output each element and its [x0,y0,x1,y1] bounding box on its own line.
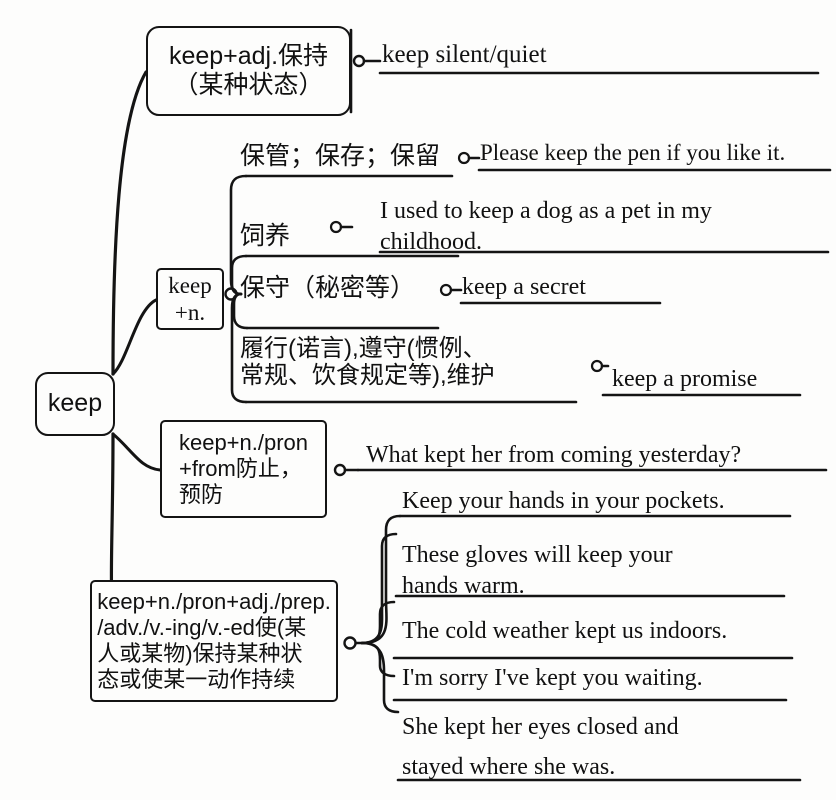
example-keep-pen: Please keep the pen if you like it. [480,140,786,165]
branch-node-keep-complement-label: keep+n./pron+adj./prep. /adv./v.-ing/v.-… [97,589,331,692]
example-keep-hands-pockets: Keep your hands in your pockets. [402,488,725,514]
sense-keep-secret: 保守（秘密等） [240,274,416,302]
example-gloves-keep-warm: These gloves will keep your hands warm. [402,542,673,600]
example-kept-her-from: What kept her from coming yesterday? [366,442,742,468]
branch-node-keep-from[interactable]: keep+n./pron +from防止， 预防 [160,420,327,518]
branch-node-keep-n-label: keep +n. [168,272,212,325]
root-node[interactable]: keep [35,372,115,436]
root-node-label: keep [47,389,103,418]
branch-node-keep-from-label: keep+n./pron +from防止， 预防 [178,430,309,507]
branch-node-keep-complement[interactable]: keep+n./pron+adj./prep. /adv./v.-ing/v.-… [90,580,338,702]
example-keep-promise: keep a promise [612,366,758,392]
branch-node-keep-n[interactable]: keep +n. [156,268,224,330]
example-cold-weather-indoors: The cold weather kept us indoors. [402,618,728,644]
example-kept-you-waiting: I'm sorry I've kept you waiting. [402,665,703,691]
branch-node-keep-adj-label: keep+adj.保持 （某种状态） [168,41,329,100]
example-keep-secret: keep a secret [462,274,586,300]
example-keep-dog: I used to keep a dog as a pet in my chil… [380,198,712,256]
example-keep-silent: keep silent/quiet [382,41,547,68]
branch-node-keep-adj[interactable]: keep+adj.保持 （某种状态） [146,26,351,116]
example-kept-eyes-closed: She kept her eyes closed and stayed wher… [402,714,679,780]
sense-keep-promise: 履行(诺言),遵守(惯例、 常规、饮食规定等),维护 [240,335,495,389]
sense-keep-store: 保管；保存；保留 [240,142,441,170]
sense-keep-raise: 饲养 [240,222,291,250]
